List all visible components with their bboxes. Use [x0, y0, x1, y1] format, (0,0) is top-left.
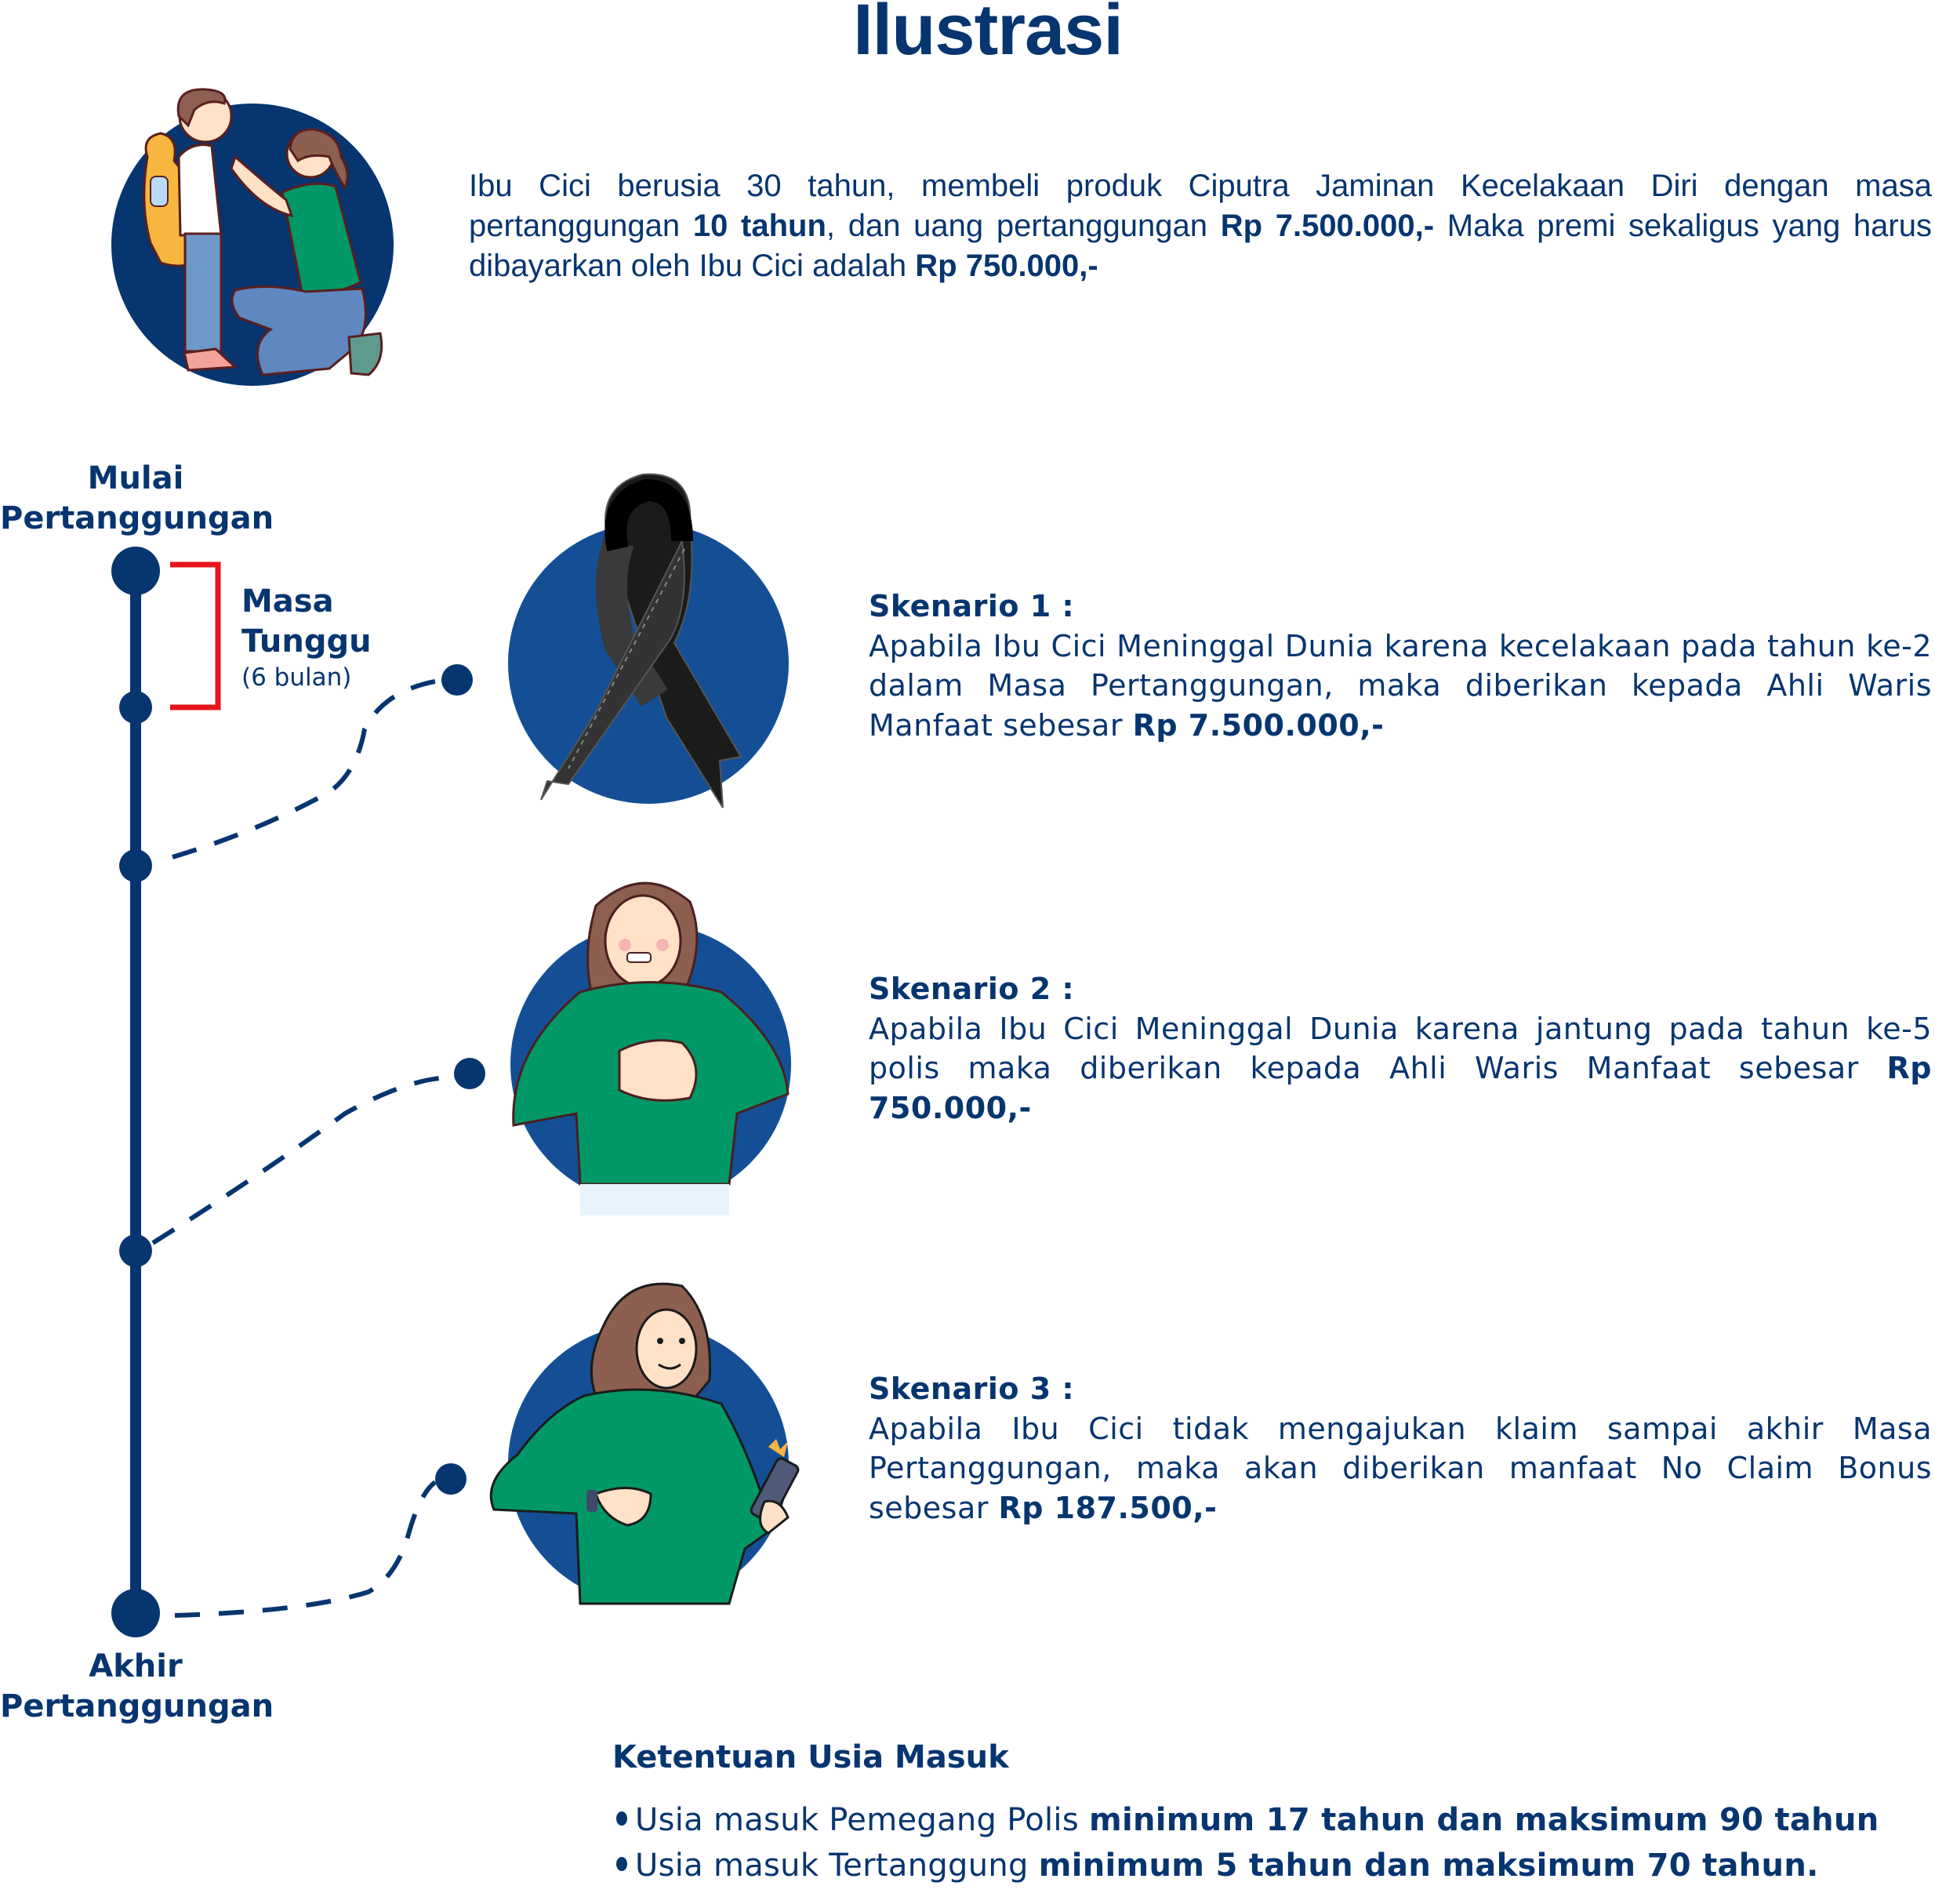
scenario-text: Apabila Ibu Cici tidak mengajukan klaim … — [869, 1411, 1932, 1525]
intro-paragraph: Ibu Cici berusia 30 tahun, membeli produ… — [469, 166, 1932, 286]
bullet-icon — [616, 1811, 627, 1826]
waiting-period-duration: (6 bulan) — [241, 663, 352, 692]
intro-sum-insured: Rp 7.500.000,- — [1220, 209, 1435, 243]
timeline-start-line2: Pertanggungan — [0, 500, 274, 536]
waiting-period-label: Masa Tunggu (6 bulan) — [241, 582, 372, 693]
scenario-2: Skenario 2 : Apabila Ibu Cici Meninggal … — [869, 969, 1932, 1128]
timeline-scenario2-dot — [119, 1234, 152, 1267]
timeline-end-line2: Pertanggungan — [0, 1688, 274, 1724]
scenario-amount: Rp 7.500.000,- — [1132, 707, 1385, 743]
waiting-period-bracket — [170, 561, 221, 710]
scenario-body: Apabila Ibu Cici tidak mengajukan klaim … — [869, 1409, 1932, 1528]
timeline-start-line1: Mulai — [87, 460, 184, 496]
timeline-start-label: Mulai Pertanggungan — [0, 459, 274, 539]
timeline — [111, 547, 485, 1637]
black-ribbon-icon — [508, 473, 789, 808]
intro-text-1: Ibu Cici berusia 30 tahun, membeli produ… — [469, 169, 1932, 243]
woman-checking-watch-phone-illustration — [489, 1282, 800, 1605]
entry-age-label: Usia masuk Tertanggung — [635, 1848, 1039, 1884]
entry-age-value: minimum 5 tahun dan maksimum 70 tahun. — [1038, 1848, 1819, 1884]
scenario-amount: Rp 750.000,- — [869, 1051, 1932, 1125]
page-title: Ilustrasi — [853, 0, 1124, 70]
intro-text-2: , dan uang pertanggungan — [826, 209, 1221, 243]
timeline-waiting-end-dot — [119, 691, 152, 724]
entry-age-label: Usia masuk Pemegang Polis — [635, 1802, 1089, 1838]
scenario-text: Apabila Ibu Cici Meninggal Dunia karena … — [869, 628, 1932, 743]
connector-scenario2 — [151, 1075, 452, 1245]
entry-age-item: Usia masuk Pemegang Polis minimum 17 tah… — [616, 1802, 1879, 1838]
scenario-1: Skenario 1 : Apabila Ibu Cici Meninggal … — [869, 587, 1932, 745]
scenario-text: Apabila Ibu Cici Meninggal Dunia karena … — [869, 1011, 1932, 1086]
waiting-period-line1: Masa — [241, 583, 334, 620]
scenario-body: Apabila Ibu Cici Meninggal Dunia karena … — [869, 627, 1932, 746]
connector-scenario1 — [172, 678, 440, 859]
scenario-amount: Rp 187.500,- — [998, 1490, 1218, 1525]
entry-age-value: minimum 17 tahun dan maksimum 90 tahun — [1089, 1802, 1879, 1838]
scenario2-connector-dot — [454, 1058, 485, 1089]
timeline-end-label: Akhir Pertanggungan — [0, 1647, 274, 1727]
timeline-end-line1: Akhir — [89, 1648, 183, 1684]
bullet-icon — [616, 1857, 627, 1871]
scenario3-connector-dot — [435, 1463, 467, 1495]
scenario-title: Skenario 2 : — [869, 972, 1075, 1006]
intro-text-3: Maka premi sekaligus yang harus dibayark… — [469, 209, 1932, 283]
entry-age-heading: Ketentuan Usia Masuk — [612, 1739, 1009, 1775]
scenario-title: Skenario 3 : — [869, 1372, 1075, 1406]
woman-heart-pain-illustration — [510, 881, 791, 1215]
scenario-title: Skenario 1 : — [869, 589, 1075, 623]
connector-scenario3 — [174, 1480, 437, 1618]
timeline-scenario1-dot — [119, 849, 152, 882]
scenario-3: Skenario 3 : Apabila Ibu Cici tidak meng… — [869, 1369, 1932, 1528]
intro-premium: Rp 750.000,- — [915, 249, 1098, 283]
waiting-period-line2: Tunggu — [241, 623, 372, 659]
parent-child-illustration — [111, 88, 394, 386]
intro-term: 10 tahun — [692, 209, 826, 243]
scenario-body: Apabila Ibu Cici Meninggal Dunia karena … — [869, 1009, 1932, 1128]
timeline-start-dot — [111, 547, 160, 595]
timeline-end-dot — [111, 1589, 160, 1637]
entry-age-item: Usia masuk Tertanggung minimum 5 tahun d… — [616, 1848, 1819, 1884]
scenario1-connector-dot — [441, 664, 473, 696]
